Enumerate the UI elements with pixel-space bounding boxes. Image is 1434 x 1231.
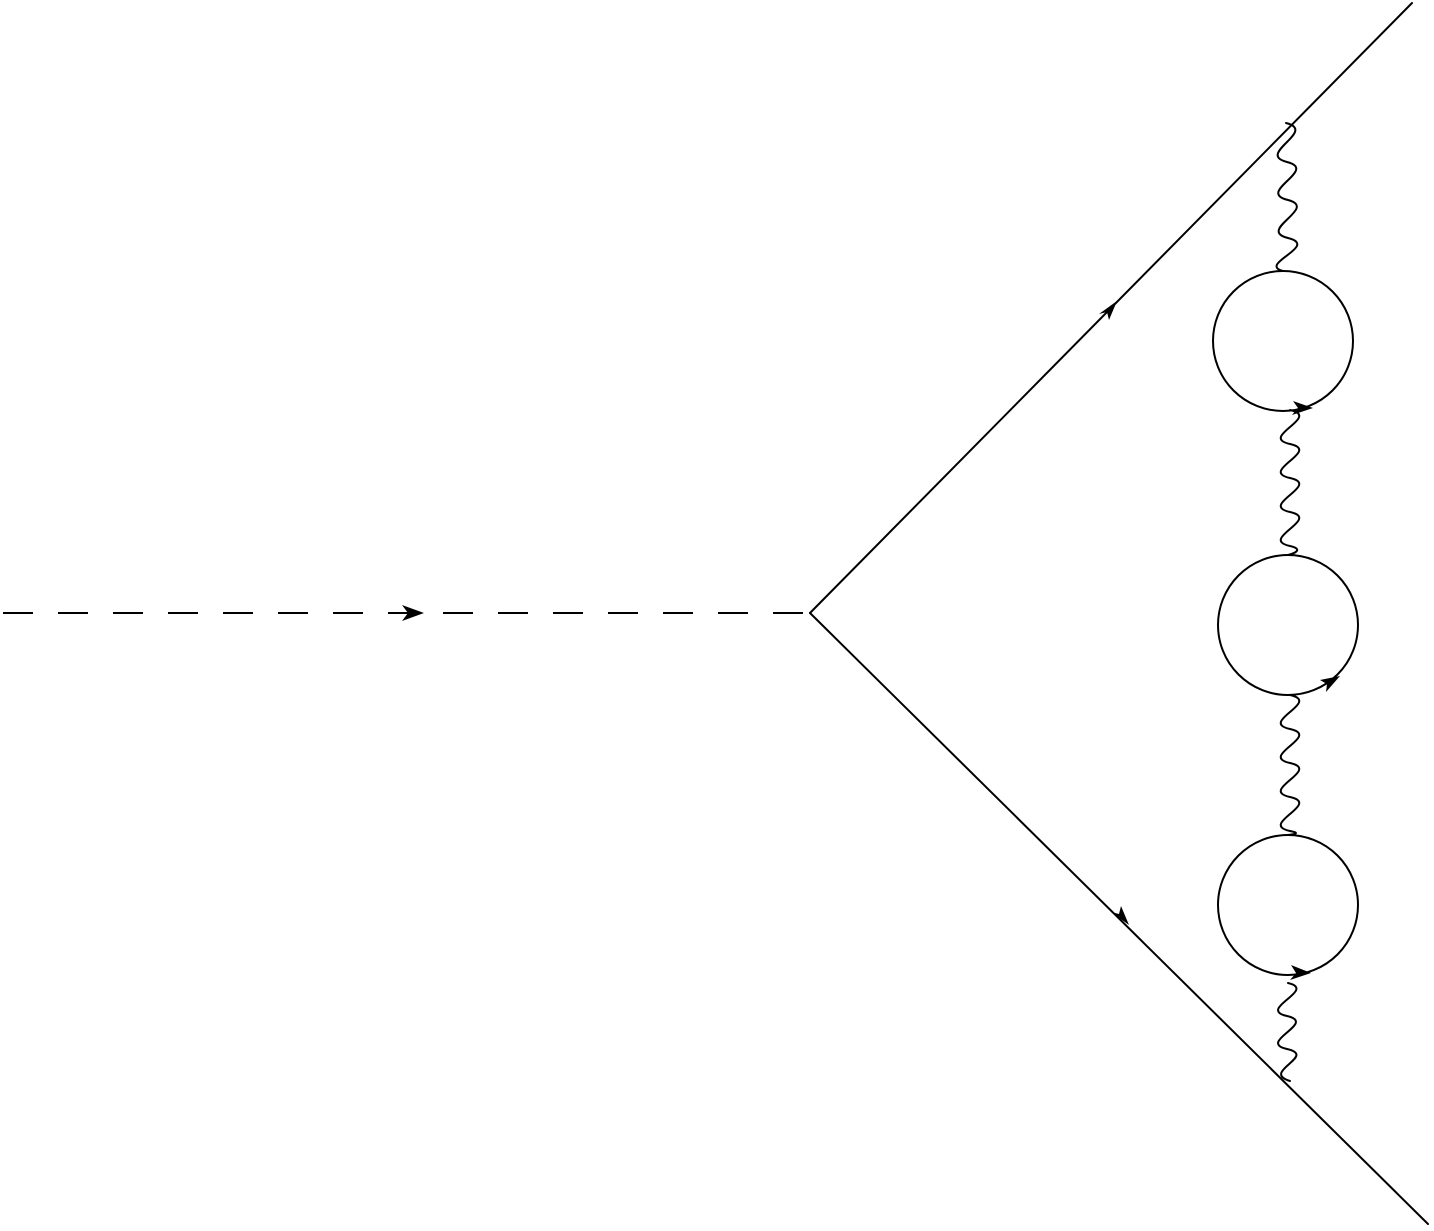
- upper-fermion-arrow-icon: [1099, 301, 1117, 320]
- photon-propagator-4: [1277, 982, 1298, 1082]
- loop-2-arrow-icon: [1320, 676, 1340, 692]
- loop-1-arrow-icon: [1292, 401, 1313, 415]
- fermion-loop-3: [1217, 834, 1359, 976]
- lower-fermion-arrow-icon: [1111, 906, 1129, 925]
- photon-propagator-2: [1280, 409, 1300, 556]
- lower-fermion-line: [809, 612, 1429, 1225]
- photon-propagator-1: [1275, 122, 1299, 272]
- fermion-loop-1: [1212, 270, 1354, 412]
- photon-propagator-3: [1280, 694, 1300, 836]
- fermion-loop-2: [1217, 554, 1359, 696]
- incoming-line-arrow-icon: [402, 605, 424, 621]
- loop-3-arrow-icon: [1290, 965, 1311, 980]
